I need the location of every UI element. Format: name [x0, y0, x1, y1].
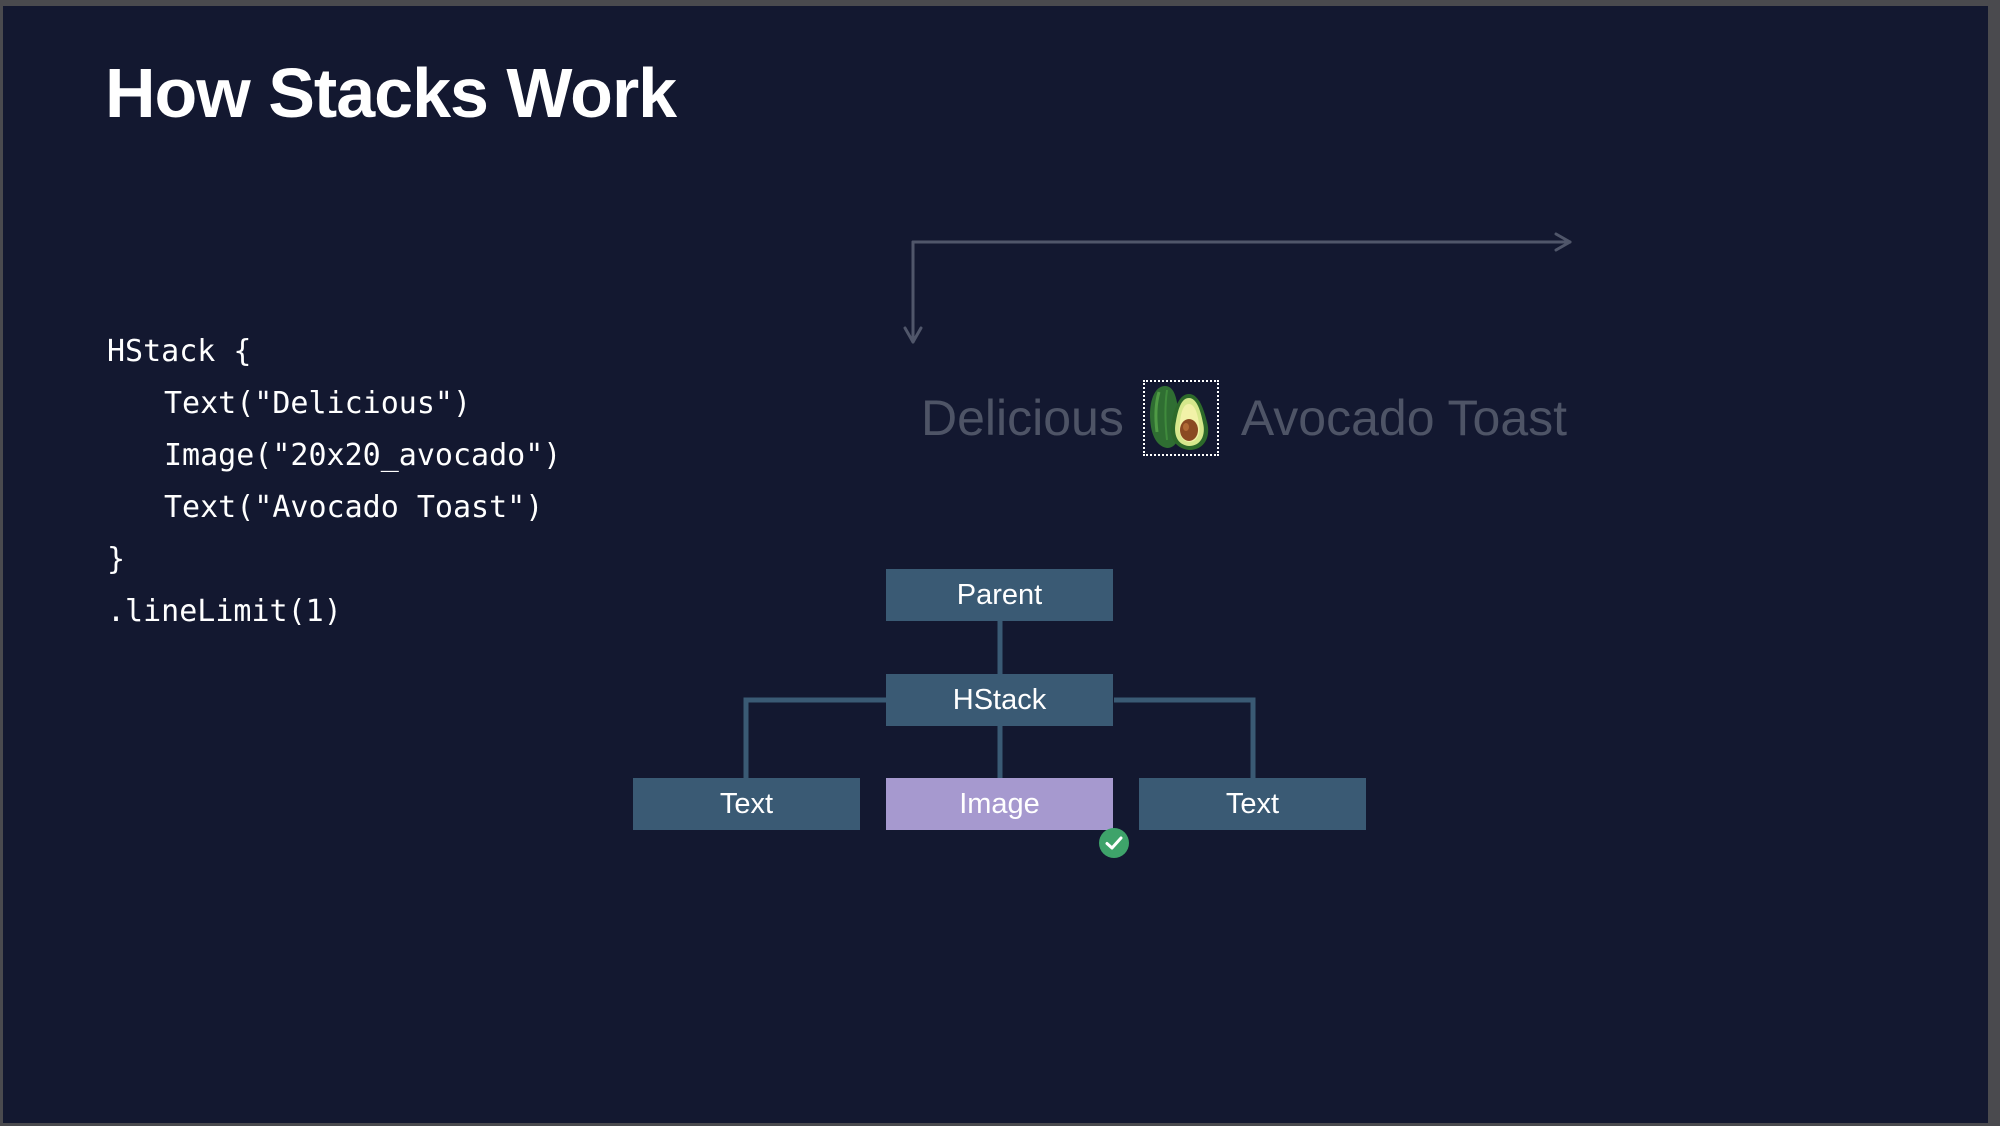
image-bounds	[1142, 380, 1219, 456]
page-title: How Stacks Work	[105, 54, 677, 132]
hstack-preview: Delicious Avocado Toast	[921, 378, 1567, 458]
tree-node-parent: Parent	[886, 569, 1113, 621]
axis-arrows	[903, 232, 1572, 344]
code-line: Text("Delicious")	[164, 386, 472, 421]
avocado-icon	[1149, 386, 1209, 450]
code-line: HStack {	[107, 334, 252, 369]
connector-hstack-left	[743, 697, 886, 778]
checkmark-icon	[1099, 828, 1129, 858]
preview-text-avocado-toast: Avocado Toast	[1240, 390, 1568, 446]
code-line: }	[107, 542, 126, 577]
tree-node-text-left: Text	[633, 778, 860, 830]
preview-text-delicious: Delicious	[921, 390, 1124, 446]
tree-node-text-right: Text	[1139, 778, 1366, 830]
code-line: Image("20x20_avocado")	[164, 438, 562, 473]
tree-node-image: Image	[886, 778, 1113, 830]
code-line: Text("Avocado Toast")	[164, 490, 544, 525]
code-block: HStack { Text("Delicious") Image("20x20_…	[107, 326, 561, 638]
axis-y-arrowhead	[903, 326, 923, 344]
tree-node-hstack: HStack	[886, 674, 1113, 726]
axis-x-arrowhead	[1554, 232, 1572, 252]
connector-hstack-right	[1114, 697, 1256, 778]
tree-connectors	[743, 621, 1256, 778]
code-line: .lineLimit(1)	[107, 594, 342, 629]
slide: How Stacks Work HStack { Text("Delicious…	[3, 6, 1988, 1123]
